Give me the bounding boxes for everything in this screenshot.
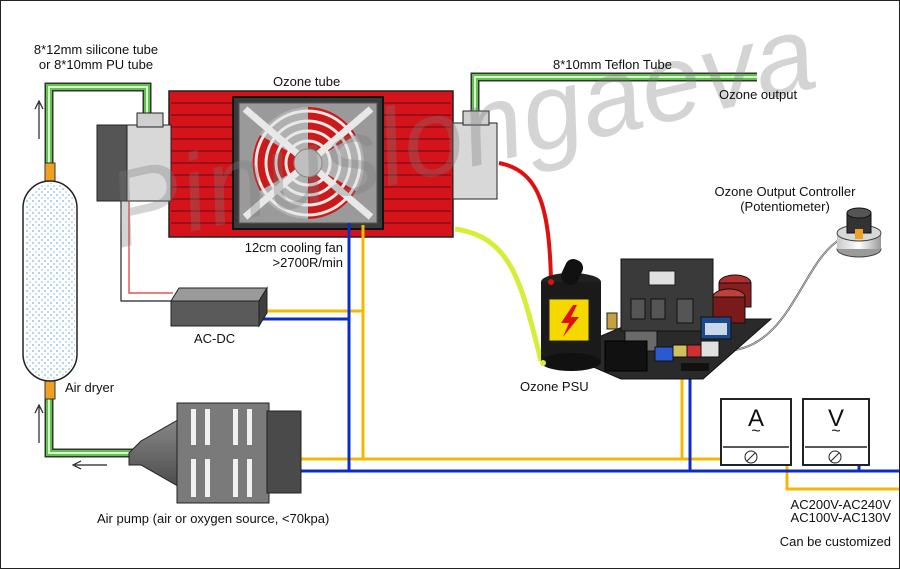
voltmeter-symbol: V	[827, 405, 844, 432]
hv-ground-wire	[454, 226, 544, 362]
ac-dc-label: AC-DC	[194, 331, 236, 346]
cooling-fan-label: 12cm cooling fan >2700R/min	[229, 240, 343, 270]
flow-arrow-left	[71, 460, 107, 470]
power-supply-label-line1: AC200V-AC240V	[790, 497, 891, 512]
air-dryer-label: Air dryer	[65, 380, 115, 395]
cooling-fan-label-line1: 12cm cooling fan	[244, 240, 343, 255]
voltmeter	[802, 398, 870, 466]
ozone-output-label: Ozone output	[719, 87, 798, 102]
silicone-tube-label-line2: or 8*10mm PU tube	[38, 57, 154, 72]
acdc-black-wire	[120, 201, 173, 302]
controller-label-line2: (Potentiometer)	[740, 199, 830, 214]
air-pump	[128, 402, 302, 504]
ozone-psu-label: Ozone PSU	[520, 379, 589, 394]
right-end-cap	[452, 110, 498, 200]
ammeter-symbol: A	[747, 405, 764, 432]
flow-arrow-up	[34, 99, 44, 139]
air-pump-label: Air pump (air or oxygen source, <70kpa)	[97, 511, 330, 526]
inlet-silicone-tube	[44, 82, 152, 181]
silicone-tube-label: 8*12mm silicone tube or 8*10mm PU tube	[31, 42, 161, 72]
hv-transformer	[540, 259, 601, 371]
teflon-tube-label: 8*10mm Teflon Tube	[553, 57, 672, 72]
power-supply-label-line2: AC100V-AC130V	[790, 510, 891, 525]
power-supply-label: AC200V-AC240V AC100V-AC130V	[761, 498, 891, 524]
mains-blue-wire	[261, 223, 899, 473]
ammeter-ac-symbol: ~	[751, 423, 761, 440]
pump-to-dryer-tube	[44, 393, 133, 458]
voltmeter-ac-symbol: ~	[831, 423, 841, 440]
customized-label: Can be customized	[779, 534, 891, 549]
ammeter	[720, 398, 792, 466]
controller-label: Ozone Output Controller (Potentiometer)	[709, 184, 861, 214]
potentiometer	[836, 207, 882, 258]
cooling-fan-label-line2: >2700R/min	[272, 255, 343, 270]
ozone-psu-board	[559, 258, 773, 380]
silicone-tube-label-line1: 8*12mm silicone tube	[33, 42, 159, 57]
flow-arrow-up-lower	[34, 403, 44, 443]
acdc-red-wire	[128, 201, 173, 294]
hv-red-wire	[498, 161, 553, 280]
cooling-fan	[232, 96, 384, 230]
ozone-tube-label: Ozone tube	[273, 74, 341, 89]
controller-label-line1: Ozone Output Controller	[714, 184, 856, 199]
ac-dc-converter	[170, 286, 268, 328]
left-end-cap	[96, 112, 172, 202]
air-dryer	[22, 162, 78, 400]
outlet-teflon-tube	[470, 72, 757, 119]
